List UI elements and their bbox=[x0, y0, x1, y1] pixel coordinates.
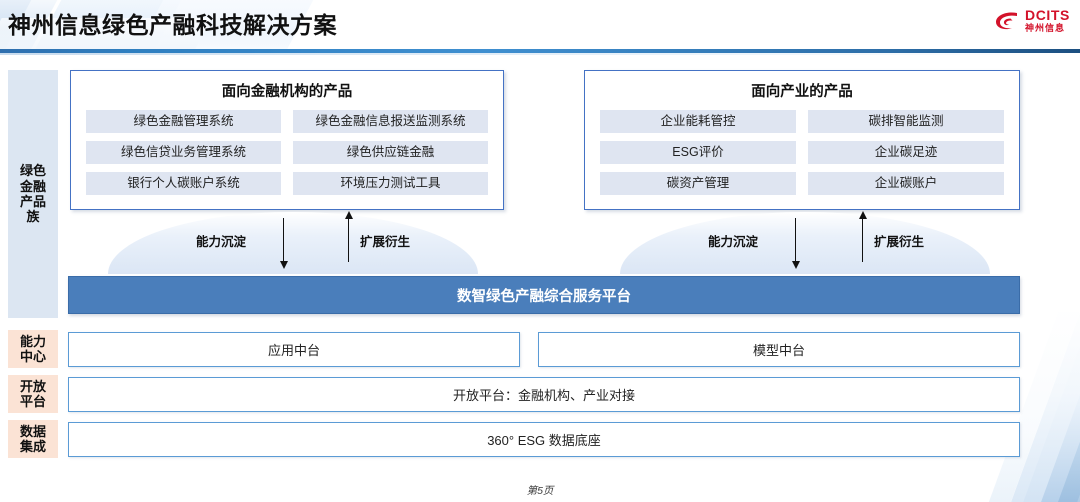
flow-label-down-left: 能力沉淀 bbox=[196, 235, 247, 249]
capability-center-left-box[interactable]: 应用中台 bbox=[68, 332, 520, 367]
page-number: 第5页 bbox=[526, 485, 554, 497]
product-chip[interactable]: 环境压力测试工具 bbox=[293, 172, 488, 195]
platform-bar-label: 数智绿色产融综合服务平台 bbox=[457, 288, 631, 305]
dome-left bbox=[108, 212, 478, 274]
flow-label-up-right: 扩展衍生 bbox=[874, 235, 925, 249]
product-chip[interactable]: 企业碳足迹 bbox=[808, 141, 1004, 164]
capability-center-left-label: 应用中台 bbox=[267, 343, 320, 358]
sidebar-label-product-family: 绿色金融产品族 bbox=[19, 163, 46, 225]
product-chip[interactable]: 碳排智能监测 bbox=[808, 110, 1004, 133]
sidebar-item-data-integration[interactable]: 数据集成 bbox=[8, 420, 58, 458]
product-chip[interactable]: 银行个人碳账户系统 bbox=[86, 172, 281, 195]
sidebar-label-data-integration: 数据集成 bbox=[19, 423, 46, 454]
open-platform-box[interactable]: 开放平台：金融机构、产业对接 bbox=[68, 377, 1020, 412]
arrow-up-icon-left bbox=[344, 211, 353, 262]
product-chip[interactable]: 绿色信贷业务管理系统 bbox=[86, 141, 281, 164]
flow-label-down-right: 能力沉淀 bbox=[708, 235, 759, 249]
panel-industry: 面向产业的产品 企业能耗管控 碳排智能监测 ESG评价 企业碳足迹 碳资产管理 … bbox=[584, 70, 1020, 210]
dome-right bbox=[620, 212, 990, 274]
sidebar-item-open-platform[interactable]: 开放平台 bbox=[8, 375, 58, 413]
panel-title-financial-institutions: 面向金融机构的产品 bbox=[221, 84, 353, 100]
product-chip[interactable]: 绿色金融信息报送监测系统 bbox=[293, 110, 488, 133]
title-divider bbox=[0, 49, 1080, 53]
product-chip[interactable]: 绿色供应链金融 bbox=[293, 141, 488, 164]
logo-text-cn: 神州信息 bbox=[1025, 23, 1066, 33]
sidebar-item-product-family[interactable]: 绿色金融产品族 bbox=[8, 70, 58, 318]
panel-title-industry: 面向产业的产品 bbox=[751, 84, 853, 100]
page-title: 神州信息绿色产融科技解决方案 bbox=[8, 12, 337, 38]
sidebar-label-capability-center: 能力中心 bbox=[19, 333, 46, 364]
capability-center-right-box[interactable]: 模型中台 bbox=[538, 332, 1020, 367]
title-divider-shadow bbox=[0, 53, 1080, 55]
sidebar-label-open-platform: 开放平台 bbox=[19, 378, 46, 409]
data-integration-label: 360° ESG 数据底座 bbox=[487, 433, 601, 448]
arrow-down-icon-left bbox=[279, 218, 288, 269]
dcits-swirl-icon bbox=[994, 10, 1020, 32]
flow-label-up-left: 扩展衍生 bbox=[360, 235, 411, 249]
product-chip[interactable]: 企业能耗管控 bbox=[600, 110, 796, 133]
brand-logo: DCITS 神州信息 bbox=[994, 8, 1070, 33]
panel-grid-industry: 企业能耗管控 碳排智能监测 ESG评价 企业碳足迹 碳资产管理 企业碳账户 bbox=[585, 101, 1019, 207]
panel-grid-financial-institutions: 绿色金融管理系统 绿色金融信息报送监测系统 绿色信贷业务管理系统 绿色供应链金融… bbox=[71, 101, 503, 207]
arrow-down-icon-right bbox=[791, 218, 800, 269]
product-chip[interactable]: ESG评价 bbox=[600, 141, 796, 164]
sidebar-item-capability-center[interactable]: 能力中心 bbox=[8, 330, 58, 368]
product-chip[interactable]: 碳资产管理 bbox=[600, 172, 796, 195]
panel-financial-institutions: 面向金融机构的产品 绿色金融管理系统 绿色金融信息报送监测系统 绿色信贷业务管理… bbox=[70, 70, 504, 210]
data-integration-box[interactable]: 360° ESG 数据底座 bbox=[68, 422, 1020, 457]
logo-text-en: DCITS bbox=[1025, 7, 1070, 23]
product-chip[interactable]: 企业碳账户 bbox=[808, 172, 1004, 195]
open-platform-label: 开放平台：金融机构、产业对接 bbox=[452, 388, 635, 403]
product-chip[interactable]: 绿色金融管理系统 bbox=[86, 110, 281, 133]
arrow-up-icon-right bbox=[858, 211, 867, 262]
capability-center-right-label: 模型中台 bbox=[752, 343, 805, 358]
platform-bar[interactable]: 数智绿色产融综合服务平台 bbox=[68, 276, 1020, 314]
